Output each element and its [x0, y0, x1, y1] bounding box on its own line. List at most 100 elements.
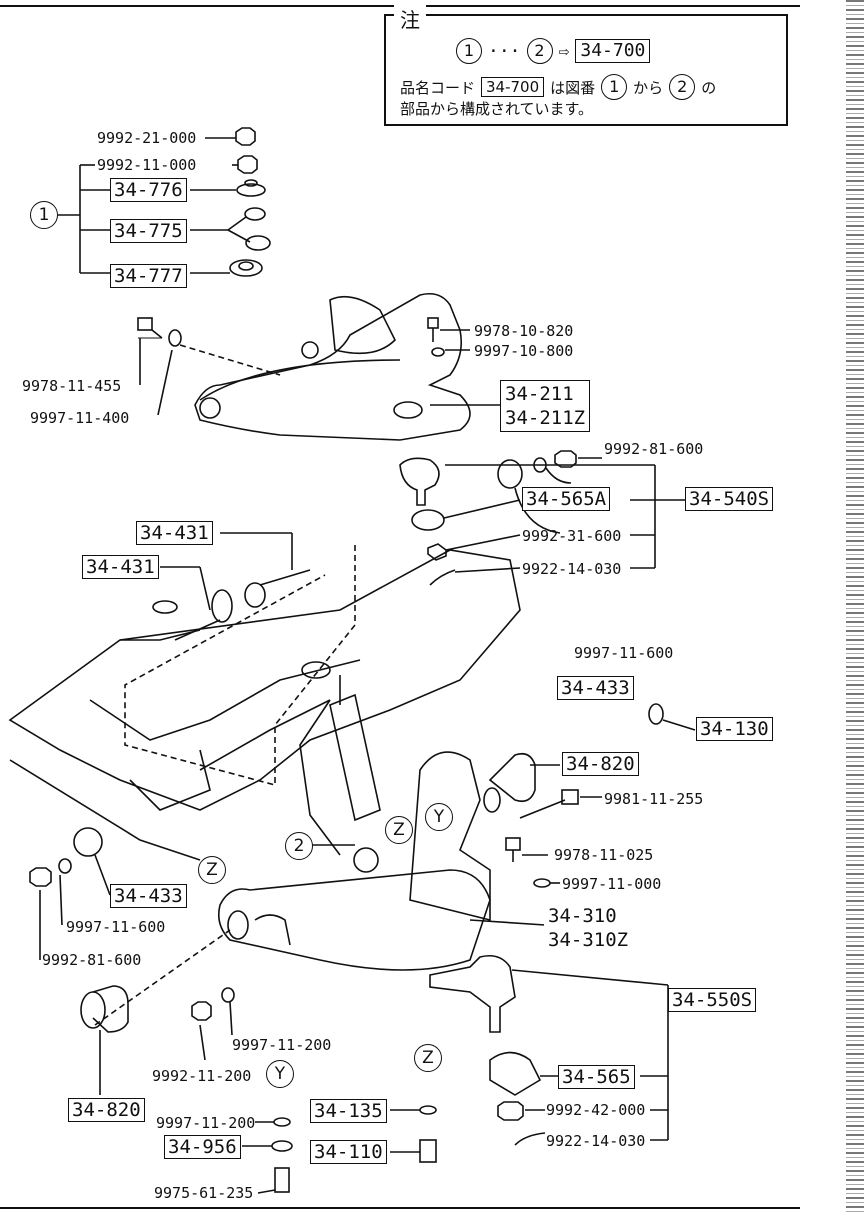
- part-label: 9997-11-200: [156, 1114, 256, 1132]
- group-bracket-1: [58, 164, 110, 274]
- note-line2-code: 34-700: [481, 77, 545, 97]
- note-line3: 部品から構成されています。: [400, 100, 594, 118]
- part-34-310: 34-310: [548, 905, 617, 927]
- bush-34-775: [190, 207, 271, 251]
- part-label: 9992-42-000: [546, 1101, 646, 1119]
- part-box-label: 34-433: [110, 884, 187, 908]
- washer-9997-11-400: [157, 329, 182, 416]
- note-range-to: 2: [526, 38, 553, 64]
- part-label: 9997-10-800: [474, 342, 574, 360]
- washer-34-433-top: [497, 459, 561, 534]
- callout-y-1: Y: [425, 803, 453, 831]
- callout-1: 1: [30, 201, 58, 229]
- bushing-34-820-upper: [483, 752, 560, 813]
- note-line2-from: 1: [601, 74, 628, 100]
- lower-small-parts: [242, 1105, 437, 1194]
- nut-9992-11-000: [232, 155, 258, 174]
- washer-34-433-lower: [73, 827, 111, 896]
- part-label: 9992-81-600: [42, 951, 142, 969]
- part-box-label: 34-431: [136, 521, 213, 545]
- part-label: 9997-11-000: [562, 875, 662, 893]
- part-box-label: 34-777: [110, 264, 187, 288]
- washer-9997-10-800: [431, 347, 470, 357]
- bolts-34-431: [152, 532, 311, 641]
- part-box-label: 34-565: [558, 1065, 635, 1089]
- bracket-34-310: [409, 751, 546, 926]
- part-box-label: 34-956: [164, 1135, 241, 1159]
- note-line2-to: 2: [669, 74, 696, 100]
- part-label: 9992-11-200: [152, 1067, 252, 1085]
- part-box-label: 34-110: [310, 1140, 387, 1164]
- part-box-label: 34-776: [110, 178, 187, 202]
- washer-9997-11-600-lower: [58, 858, 72, 926]
- bolt-9981-11-255: [519, 789, 602, 819]
- part-label: 9997-11-200: [232, 1036, 332, 1054]
- part-label-34-310: 34-310 34-310Z: [544, 903, 633, 953]
- part-box-label: 34-130: [696, 717, 773, 741]
- bushing-34-820-lower: [80, 985, 129, 1095]
- part-box-label: 34-433: [557, 676, 634, 700]
- upper-arm: [194, 292, 471, 441]
- callout-2: 2: [285, 832, 313, 860]
- note-code: 34-700: [575, 39, 651, 63]
- lower-arm: [217, 869, 491, 971]
- callout-z-3: Z: [414, 1044, 442, 1072]
- frame-crossmember: [8, 549, 521, 861]
- washer-9997-11-600-top: [533, 457, 572, 484]
- note-range-row: 1 ··· 2 ⇨ 34-700: [456, 38, 651, 64]
- part-label: 9978-11-455: [22, 377, 122, 395]
- nut-9992-21-000: [205, 127, 256, 146]
- part-box-label: 34-820: [68, 1098, 145, 1122]
- note-line2-kara: から: [633, 78, 664, 97]
- bush-34-776: [190, 179, 266, 197]
- note-range-from: 1: [456, 38, 482, 64]
- part-box-label: 34-775: [110, 219, 187, 243]
- bush-34-777: [190, 259, 263, 277]
- part-label: 9997-11-600: [574, 644, 674, 662]
- nut-9992-81-600-lower: [29, 867, 52, 960]
- part-box-label: 34-540S: [685, 487, 774, 511]
- part-label: 9981-11-255: [604, 790, 704, 808]
- bolt-9978-10-820: [427, 317, 470, 342]
- callout-z-1: Z: [385, 816, 413, 844]
- part-label: 9922-14-030: [546, 1132, 646, 1150]
- part-label: 9997-11-600: [66, 918, 166, 936]
- part-label: 9992-21-000: [97, 129, 197, 147]
- part-box-label: 34-820: [562, 752, 639, 776]
- part-label: 9992-31-600: [522, 527, 622, 545]
- cap-34-130: [648, 703, 696, 731]
- note-line2-mid: は図番: [550, 78, 596, 97]
- part-label: 9992-11-000: [97, 156, 197, 174]
- part-box-label: 34-431: [82, 555, 159, 579]
- part-box-label: 34-565A: [522, 487, 611, 511]
- part-label: 9992-81-600: [604, 440, 704, 458]
- note-range-dots: ···: [488, 40, 521, 62]
- part-box-label-34-211: 34-211 34-211Z: [500, 380, 591, 432]
- bolt-9978-11-455: [137, 317, 163, 385]
- note-title: 注: [394, 4, 426, 33]
- part-34-211: 34-211: [505, 383, 574, 405]
- note-box: 注 1 ··· 2 ⇨ 34-700 品名コード 34-700 は図番 1 から…: [384, 4, 788, 126]
- nut-9992-81-600-top: [554, 450, 602, 468]
- washer-9997-11-000: [533, 878, 560, 888]
- scan-edge-border: [846, 0, 864, 1214]
- bolt-9978-11-025: [505, 837, 548, 862]
- nut-9992-11-200: [191, 1001, 212, 1061]
- part-34-211z: 34-211Z: [505, 407, 586, 429]
- note-line2-prefix: 品名コード: [400, 78, 476, 97]
- part-label: 9922-14-030: [522, 560, 622, 578]
- note-line2-suffix: の: [701, 78, 717, 97]
- part-label: 9978-10-820: [474, 322, 574, 340]
- callout-y-2: Y: [266, 1060, 294, 1088]
- part-label: 9978-11-025: [554, 846, 654, 864]
- part-label: 9997-11-400: [30, 409, 130, 427]
- part-box-label: 34-135: [310, 1099, 387, 1123]
- part-34-310z: 34-310Z: [548, 929, 629, 951]
- part-label: 9975-61-235: [154, 1184, 254, 1202]
- washer-9997-11-200-a: [221, 987, 235, 1036]
- shock-absorber: [312, 675, 381, 873]
- callout-z-2: Z: [198, 856, 226, 884]
- note-arrow-icon: ⇨: [558, 40, 570, 62]
- ball-joint-upper: [399, 457, 685, 586]
